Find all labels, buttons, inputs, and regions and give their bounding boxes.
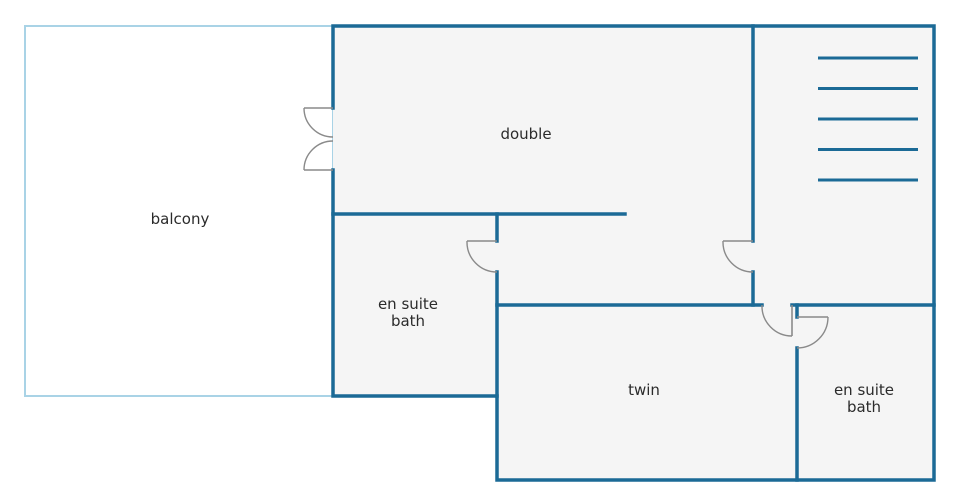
floor-fills	[333, 26, 934, 480]
outer-wall	[331, 24, 936, 482]
staircase	[818, 56, 918, 182]
ensuite-left-label-line2: bath	[391, 312, 425, 330]
double-room-door[interactable]	[722, 240, 754, 273]
ensuite-left-door[interactable]	[466, 240, 498, 273]
doors	[303, 107, 829, 349]
double-label: double	[500, 125, 551, 143]
walls	[331, 24, 936, 482]
balcony-double-door[interactable]	[303, 107, 334, 171]
twin-room-door[interactable]	[761, 304, 793, 337]
ensuite-right-door[interactable]	[796, 316, 829, 349]
ensuite-right-label-line2: bath	[847, 398, 881, 416]
balcony-area	[24, 25, 334, 397]
twin-label: twin	[628, 381, 660, 399]
ensuite-right-label-line1: en suite	[834, 381, 894, 399]
ensuite-left-label-line1: en suite	[378, 295, 438, 313]
balcony-label: balcony	[151, 210, 210, 228]
